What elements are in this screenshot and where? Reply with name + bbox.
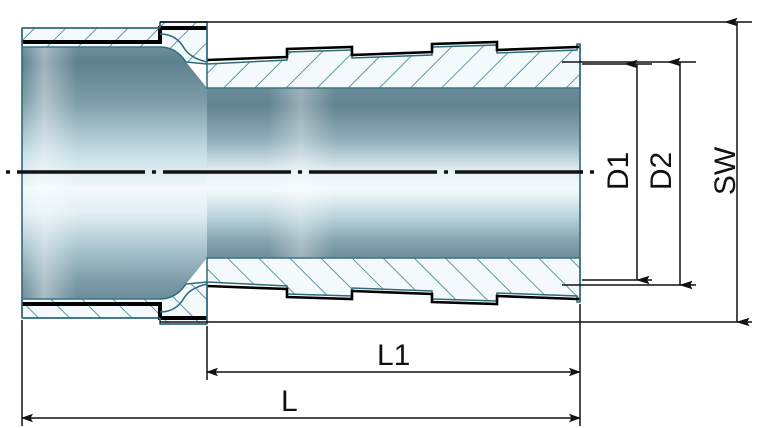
dimension-label-sw: SW	[709, 146, 743, 196]
section-hatch-top	[21, 21, 581, 89]
dimension-label-d1: D1	[602, 151, 636, 191]
dimension-lines	[21, 17, 752, 426]
body-edges	[22, 46, 580, 300]
dimension-label-l: L	[281, 385, 298, 418]
dimension-label-l1: L1	[377, 339, 411, 372]
dimension-label-d2: D2	[645, 151, 679, 191]
part-geometry	[21, 21, 581, 325]
body-solid-fill	[22, 47, 580, 299]
